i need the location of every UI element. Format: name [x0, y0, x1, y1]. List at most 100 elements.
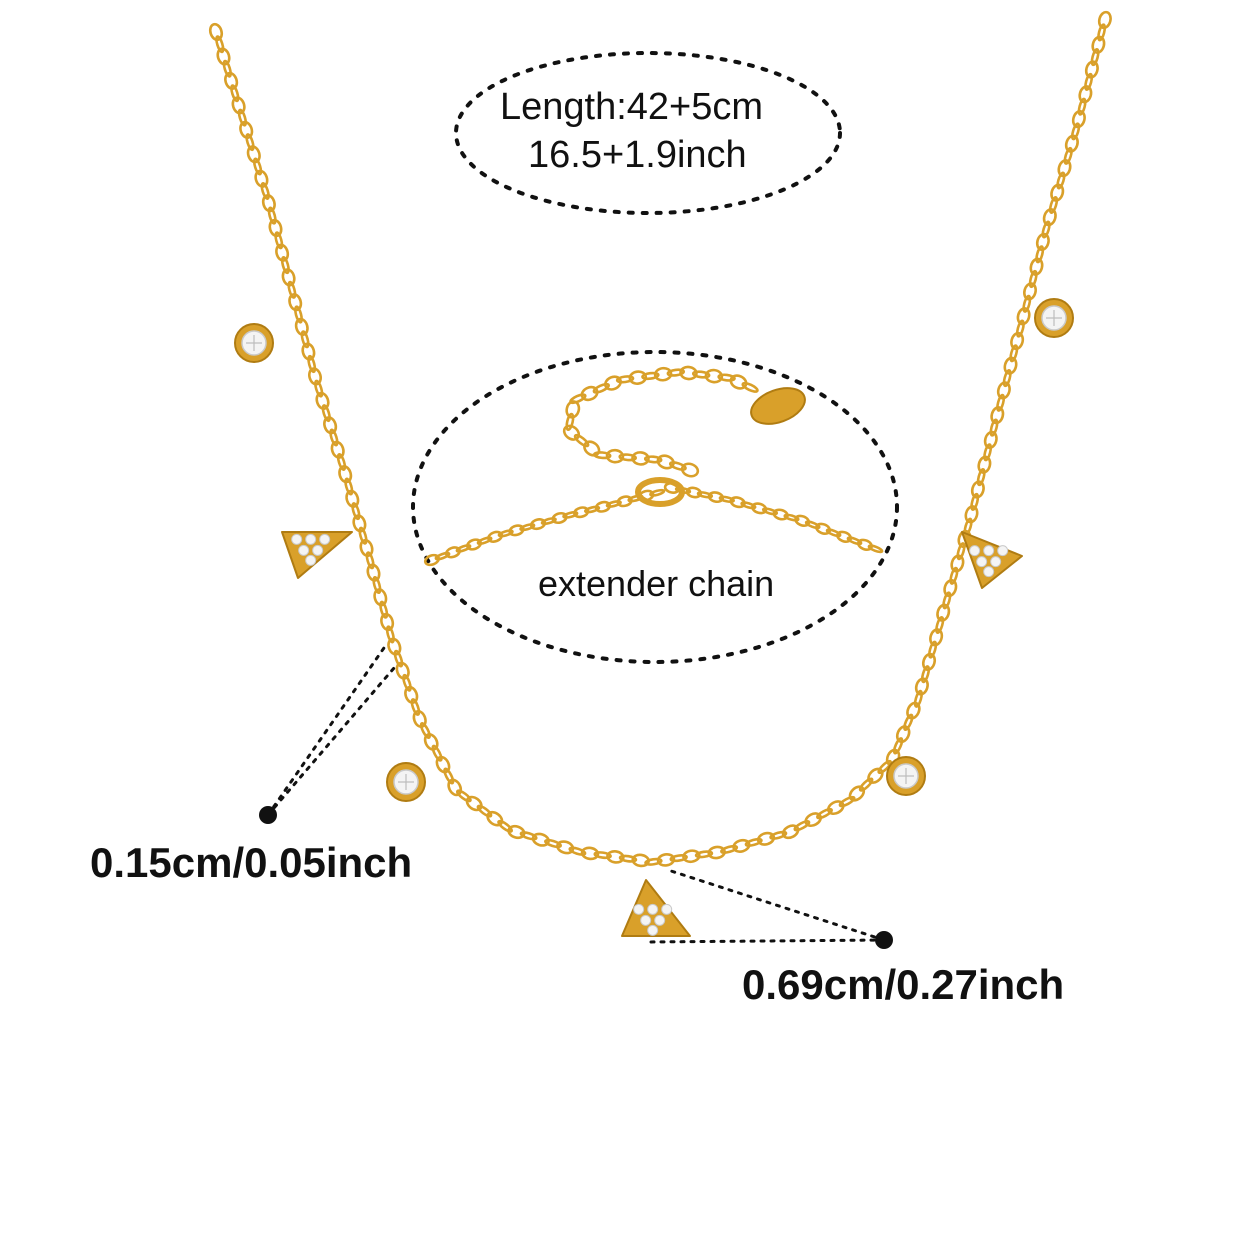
- chain-link: [465, 795, 483, 812]
- chain-link: [487, 530, 504, 543]
- chain-link: [1057, 159, 1072, 178]
- chain-link: [395, 661, 410, 680]
- chain-link: [344, 477, 354, 496]
- chain-link: [793, 820, 811, 832]
- chain-link: [1071, 109, 1086, 129]
- chain-link: [867, 544, 884, 554]
- chain-link: [717, 373, 736, 382]
- pave-stone: [319, 533, 331, 545]
- chain-link: [691, 370, 711, 379]
- chain-link: [592, 382, 610, 394]
- chain-link: [666, 368, 686, 377]
- chain-link: [605, 448, 625, 464]
- chain-link: [914, 677, 929, 696]
- chain-link: [402, 673, 412, 692]
- chain-link: [508, 524, 525, 537]
- chain-link: [1063, 146, 1073, 165]
- chain-link: [562, 424, 581, 441]
- chain-link: [551, 511, 568, 525]
- chain-link: [838, 795, 856, 808]
- pave-stone: [633, 903, 645, 915]
- chain-link: [455, 789, 472, 803]
- chain-link: [387, 637, 402, 656]
- pave-stone: [312, 544, 324, 556]
- chain-link: [330, 440, 345, 459]
- chain-link: [1050, 183, 1065, 202]
- chain-link: [573, 433, 590, 448]
- chain-link: [593, 851, 612, 860]
- chain-link: [294, 305, 303, 324]
- chain-link: [761, 507, 779, 516]
- chain-link: [685, 486, 703, 499]
- chain-link: [275, 243, 290, 262]
- chain-link: [740, 501, 757, 510]
- chain-link: [301, 342, 316, 361]
- chain-link: [365, 551, 375, 570]
- chain-link: [336, 453, 347, 471]
- chain-link: [1077, 97, 1087, 116]
- chain-link: [956, 542, 966, 561]
- chain-link: [970, 492, 980, 511]
- chain-link: [434, 551, 451, 561]
- chain-link: [680, 462, 700, 478]
- chain-link: [252, 157, 263, 176]
- chain-link: [455, 544, 472, 553]
- chain-link: [804, 520, 821, 530]
- chain-link: [224, 71, 239, 91]
- pave-stone: [654, 914, 666, 926]
- chain-link: [867, 767, 884, 784]
- chain-link: [352, 514, 367, 533]
- chain-link: [616, 495, 633, 508]
- pave-stone: [647, 924, 659, 936]
- chain-link: [1035, 245, 1045, 264]
- chain-link: [794, 514, 811, 527]
- chain-link: [1029, 257, 1044, 276]
- chain-link: [990, 406, 1005, 425]
- chain-link: [1003, 356, 1018, 375]
- chain-link: [668, 461, 687, 471]
- chain-link: [410, 698, 421, 716]
- chain-link: [580, 385, 599, 402]
- chain-link: [1091, 35, 1106, 54]
- chain-link: [816, 807, 833, 820]
- chain-link: [983, 430, 998, 450]
- chain-link: [769, 830, 788, 840]
- chain-link: [836, 530, 853, 543]
- chain-link: [996, 381, 1011, 400]
- chain-link: [345, 489, 360, 508]
- chain-link: [447, 778, 463, 797]
- chain-link: [329, 428, 339, 447]
- chain-link: [583, 505, 601, 514]
- chain-link: [280, 256, 290, 275]
- chain-link: [423, 553, 441, 567]
- chain-link: [215, 35, 225, 54]
- chain-link: [544, 838, 562, 849]
- chain-link: [1070, 122, 1081, 141]
- chain-link: [254, 169, 269, 188]
- chain-link: [373, 588, 388, 607]
- chain-link: [323, 416, 338, 435]
- chain-link: [288, 293, 303, 312]
- chain-link: [641, 371, 660, 381]
- chain-link: [321, 404, 331, 423]
- chain-link: [983, 443, 993, 462]
- chain-link: [977, 455, 992, 474]
- chain-link: [246, 145, 261, 164]
- chain-link: [497, 819, 514, 833]
- chain-link: [594, 500, 612, 513]
- chain-link: [996, 393, 1006, 412]
- chain-link: [529, 518, 547, 531]
- chain-link: [435, 755, 451, 774]
- chain-link: [267, 206, 277, 225]
- chain-link: [274, 231, 284, 250]
- chain-link: [696, 491, 714, 499]
- chain-link: [1009, 344, 1019, 363]
- chain-link: [741, 381, 759, 393]
- chain-link: [260, 182, 270, 200]
- chain-link: [694, 850, 714, 859]
- chain-link: [423, 733, 439, 751]
- chain-link: [903, 713, 914, 732]
- chain-link: [920, 665, 931, 684]
- chain-link: [751, 502, 768, 515]
